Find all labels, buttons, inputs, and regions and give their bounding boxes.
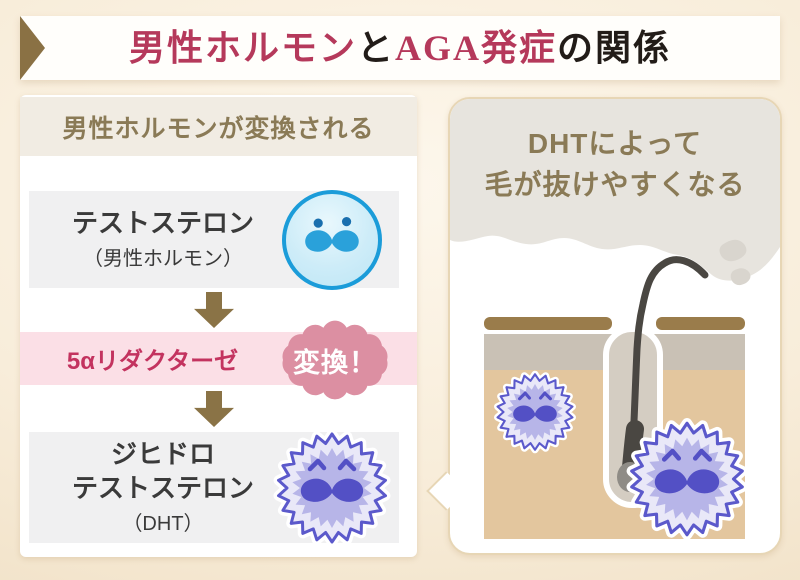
down-arrow-icon — [194, 292, 234, 328]
conversion-badge-text: 変換！ — [293, 347, 377, 378]
title-relation-text: の関係 — [557, 28, 672, 68]
testosterone-subname: （男性ホルモン） — [83, 248, 243, 271]
dht-character-small-icon — [494, 370, 576, 454]
dht-character-large-icon — [626, 418, 748, 540]
down-arrow-icon — [194, 391, 234, 427]
cloud-shape — [450, 99, 780, 281]
title-hormone-text: 男性ホルモン — [128, 28, 357, 68]
skin-surface-layer-left — [484, 317, 612, 330]
dht-name-line1: ジヒドロ — [110, 438, 215, 469]
page-title: 男性ホルモンとAGA発症の関係 — [20, 16, 780, 80]
falling-hair-icon — [628, 256, 709, 465]
conversion-flow-panel: 男性ホルモンが変換される テストステロン （男性ホルモン） 5αリダクターゼ 変… — [20, 95, 417, 557]
testosterone-label-group: テストステロン （男性ホルモン） — [29, 191, 297, 288]
headline-line2: 毛が抜けやすくなる — [484, 169, 746, 200]
scalp-illustration — [450, 99, 780, 539]
dht-character-icon — [273, 429, 391, 547]
testosterone-character-icon — [282, 190, 382, 290]
dht-effect-panel: DHTによって 毛が抜けやすくなる — [448, 97, 782, 555]
title-aga-text: AGA発症 — [395, 28, 557, 68]
droplet-icon — [719, 239, 747, 262]
title-and-text: と — [356, 28, 395, 68]
conversion-badge: 変換！ — [270, 314, 400, 406]
title-bar: 男性ホルモンとAGA発症の関係 — [20, 16, 780, 80]
scalloped-seal-icon — [282, 320, 388, 400]
dht-subname: （DHT） — [122, 513, 204, 536]
dht-label-group: ジヒドロ テストステロン （DHT） — [29, 432, 297, 543]
right-panel-headline: DHTによって 毛が抜けやすくなる — [450, 123, 780, 205]
reductase-label: 5αリダクターゼ — [66, 348, 239, 375]
testosterone-name: テストステロン — [71, 207, 254, 238]
skin-surface-layer-right — [656, 317, 745, 330]
droplet-icon — [730, 268, 751, 286]
headline-line1: DHTによって — [527, 128, 703, 159]
dht-name-line2: テストステロン — [71, 473, 254, 503]
left-panel-header: 男性ホルモンが変換される — [20, 97, 417, 156]
